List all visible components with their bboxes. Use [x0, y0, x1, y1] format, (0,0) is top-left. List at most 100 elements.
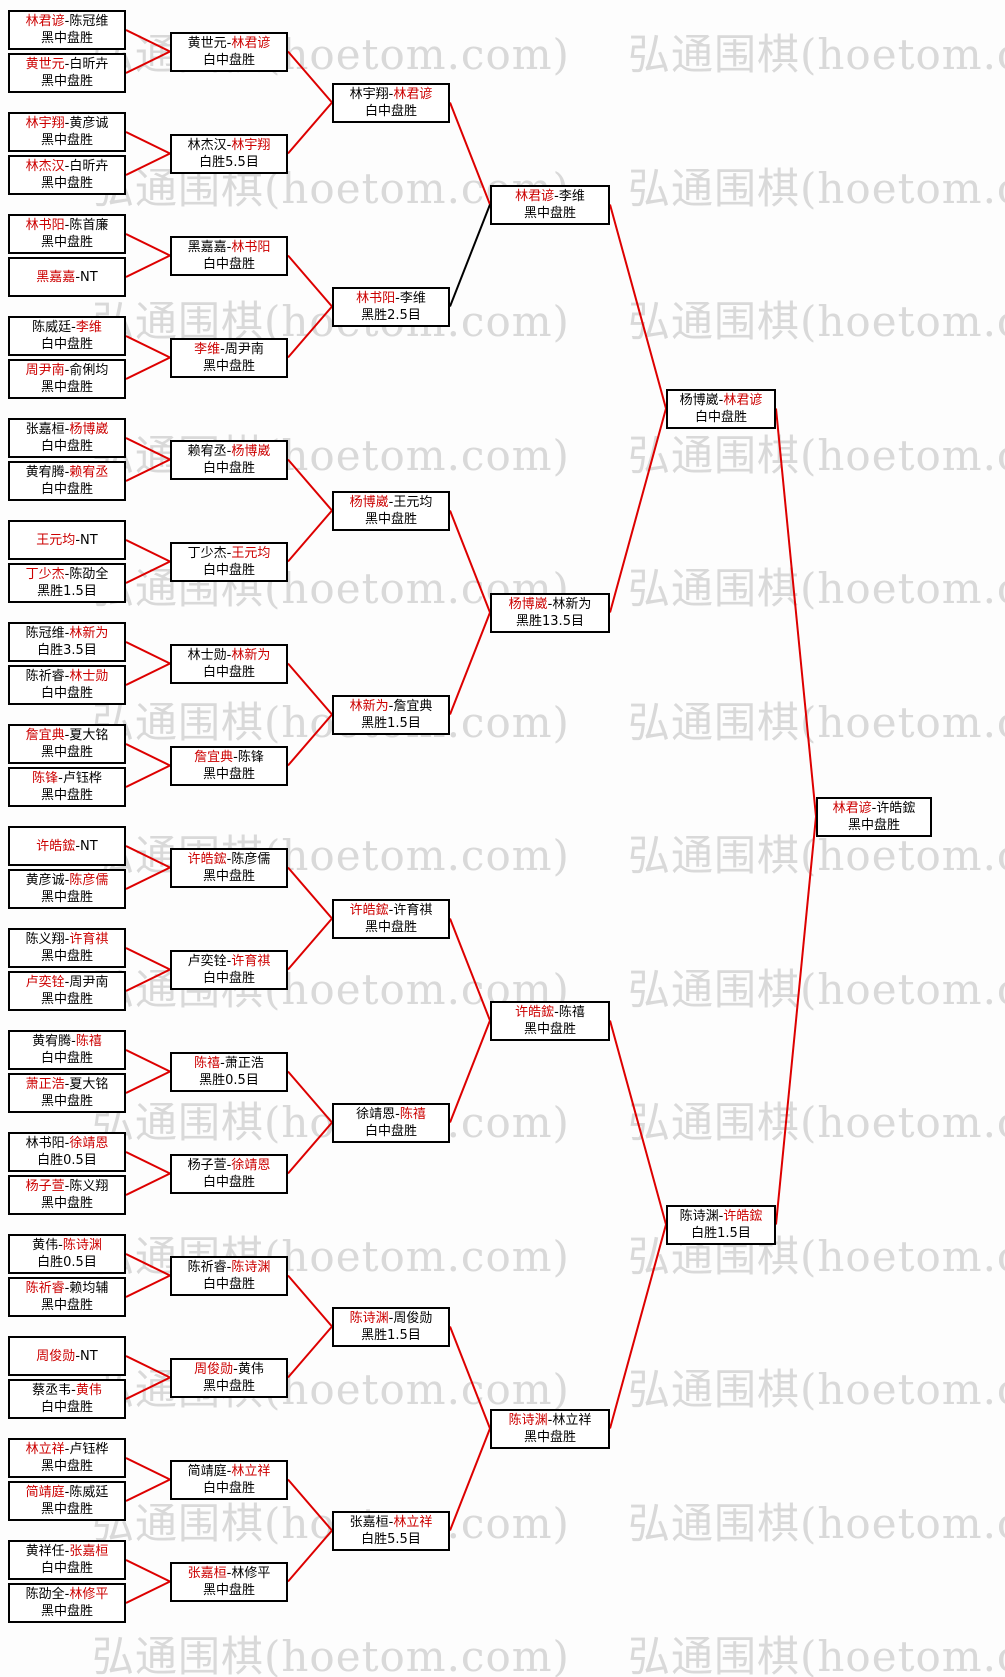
match-box-round1-21[interactable]: 黄宥腾-陈禧白中盘胜: [8, 1030, 126, 1070]
match-box-round1-17[interactable]: 许皓鋐-NT: [8, 826, 126, 866]
player1-name: 萧正浩: [25, 1077, 65, 1092]
match-box-round1-24[interactable]: 杨子萱-陈义翔黑中盘胜: [8, 1175, 126, 1215]
match-box-round2-2[interactable]: 林杰汉-林宇翔白胜5.5目: [170, 133, 288, 174]
match-result: 黑中盘胜: [40, 992, 93, 1007]
match-box-round1-2[interactable]: 黄世元-白昕卉黑中盘胜: [8, 53, 126, 93]
match-box-round1-12[interactable]: 丁少杰-陈劭全黑胜1.5目: [8, 563, 126, 603]
player1-name: 黑嘉嘉: [187, 239, 227, 255]
player2-name: 白昕卉: [69, 159, 109, 174]
match-box-round2-15[interactable]: 简靖庭-林立祥白中盘胜: [170, 1459, 288, 1500]
match-box-round1-11[interactable]: 王元均-NT: [8, 520, 126, 560]
player1-name: 卢奕铨: [187, 953, 227, 969]
match-box-round2-6[interactable]: 丁少杰-王元均白中盘胜: [170, 541, 288, 582]
match-box-round3-4[interactable]: 林新为-詹宜典黑胜1.5目: [332, 694, 450, 735]
match-box-round2-8[interactable]: 詹宜典-陈锋黑中盘胜: [170, 745, 288, 786]
match-box-round1-14[interactable]: 陈祈睿-林士勋白中盘胜: [8, 665, 126, 705]
match-box-round2-16[interactable]: 张嘉桓-林修平黑中盘胜: [170, 1561, 288, 1602]
match-box-round1-18[interactable]: 黄彦诚-陈彦儒黑中盘胜: [8, 869, 126, 909]
watermark-text: 弘通围棋(hoetom.com): [92, 697, 570, 747]
match-box-round1-19[interactable]: 陈义翔-许育祺黑中盘胜: [8, 928, 126, 968]
match-box-quarterfinal-4[interactable]: 陈诗渊-林立祥黑中盘胜: [490, 1408, 610, 1449]
match-box-round1-29[interactable]: 林立祥-卢钰桦黑中盘胜: [8, 1438, 126, 1478]
match-box-round2-14[interactable]: 周俊勋-黄伟黑中盘胜: [170, 1357, 288, 1398]
match-box-quarterfinal-3[interactable]: 许皓鋐-陈禧黑中盘胜: [490, 1000, 610, 1041]
match-box-round1-28[interactable]: 蔡丞韦-黄伟白中盘胜: [8, 1379, 126, 1419]
match-box-round3-6[interactable]: 徐靖恩-陈禧白中盘胜: [332, 1102, 450, 1143]
match-box-round1-23[interactable]: 林书阳-徐靖恩白胜0.5目: [8, 1132, 126, 1172]
vs-dash: -: [226, 239, 232, 255]
match-box-semifinal-1[interactable]: 杨博崴-林君谚白中盘胜: [666, 388, 776, 429]
match-box-round1-26[interactable]: 陈祈睿-赖均辅黑中盘胜: [8, 1277, 126, 1317]
player1-name: 杨子萱: [25, 1179, 65, 1194]
match-box-quarterfinal-2[interactable]: 杨博崴-林新为黑胜13.5目: [490, 592, 610, 633]
match-box-round1-31[interactable]: 黄祥任-张嘉桓白中盘胜: [8, 1540, 126, 1580]
player1-name: 杨子萱: [187, 1157, 227, 1173]
match-box-round1-6[interactable]: 黑嘉嘉-NT: [8, 257, 126, 297]
match-players: 黄宥腾-赖宥丞: [26, 464, 109, 481]
match-box-round2-1[interactable]: 黄世元-林君谚白中盘胜: [170, 31, 288, 72]
match-box-round1-32[interactable]: 陈劭全-林修平黑中盘胜: [8, 1583, 126, 1623]
vs-dash: -: [64, 1136, 70, 1151]
player1-name: 张嘉桓: [349, 1514, 389, 1530]
player1-name: 陈禧: [194, 1055, 221, 1071]
vs-dash: -: [64, 873, 70, 888]
match-box-round3-1[interactable]: 林宇翔-林君谚白中盘胜: [332, 82, 450, 123]
player1-name: 丁少杰: [25, 567, 65, 582]
player1-name: 林杰汉: [25, 159, 65, 174]
match-box-round3-5[interactable]: 许皓鋐-许育祺黑中盘胜: [332, 898, 450, 939]
match-box-round3-3[interactable]: 杨博崴-王元均黑中盘胜: [332, 490, 450, 531]
match-result: 白中盘胜: [202, 562, 255, 578]
match-box-round3-8[interactable]: 张嘉桓-林立祥白胜5.5目: [332, 1510, 450, 1551]
match-box-round2-5[interactable]: 赖宥丞-杨博崴白中盘胜: [170, 439, 288, 480]
player2-name: 林君谚: [393, 86, 433, 102]
match-box-final-1[interactable]: 林君谚-许皓鋐黑中盘胜: [816, 796, 932, 837]
vs-dash: -: [64, 1179, 70, 1194]
match-box-round1-22[interactable]: 萧正浩-夏大铭黑中盘胜: [8, 1073, 126, 1113]
match-result: 黑中盘胜: [40, 1459, 93, 1474]
match-box-round1-27[interactable]: 周俊勋-NT: [8, 1336, 126, 1376]
match-box-round2-3[interactable]: 黑嘉嘉-林书阳白中盘胜: [170, 235, 288, 276]
player2-name: 陈彦儒: [231, 851, 271, 867]
match-box-round1-25[interactable]: 黄伟-陈诗渊白胜0.5目: [8, 1234, 126, 1274]
match-result: 黑中盘胜: [364, 919, 417, 935]
match-box-round1-10[interactable]: 黄宥腾-赖宥丞白中盘胜: [8, 461, 126, 501]
match-box-round2-7[interactable]: 林士勋-林新为白中盘胜: [170, 643, 288, 684]
player1-name: 许皓鋐: [349, 902, 389, 918]
match-box-semifinal-2[interactable]: 陈诗渊-许皓鋐白胜1.5目: [666, 1204, 776, 1245]
watermark-text: 弘通围棋(hoetom.com): [628, 697, 1005, 747]
match-box-round1-4[interactable]: 林杰汉-白昕卉黑中盘胜: [8, 155, 126, 195]
match-players: 黄伟-陈诗渊: [32, 1237, 102, 1254]
match-box-round2-12[interactable]: 杨子萱-徐靖恩白中盘胜: [170, 1153, 288, 1194]
match-box-round1-30[interactable]: 简靖庭-陈威廷黑中盘胜: [8, 1481, 126, 1521]
match-box-round2-10[interactable]: 卢奕铨-许育祺白中盘胜: [170, 949, 288, 990]
match-result: 白中盘胜: [40, 686, 93, 701]
match-box-round2-11[interactable]: 陈禧-萧正浩黑胜0.5目: [170, 1051, 288, 1092]
match-box-round1-16[interactable]: 陈锋-卢钰桦黑中盘胜: [8, 767, 126, 807]
match-box-round1-1[interactable]: 林君谚-陈冠维黑中盘胜: [8, 10, 126, 50]
match-box-round3-7[interactable]: 陈诗渊-周俊勋黑胜1.5目: [332, 1306, 450, 1347]
match-box-round1-9[interactable]: 张嘉桓-杨博崴白中盘胜: [8, 418, 126, 458]
match-box-round1-8[interactable]: 周尹南-俞俐均黑中盘胜: [8, 359, 126, 399]
player2-name: 赖宥丞: [69, 465, 109, 480]
match-box-round2-4[interactable]: 李维-周尹南黑中盘胜: [170, 337, 288, 378]
match-box-quarterfinal-1[interactable]: 林君谚-李维黑中盘胜: [490, 184, 610, 225]
match-box-round1-20[interactable]: 卢奕铨-周尹南黑中盘胜: [8, 971, 126, 1011]
vs-dash: -: [388, 902, 394, 918]
match-box-round1-15[interactable]: 詹宜典-夏大铭黑中盘胜: [8, 724, 126, 764]
connector-line: [287, 1274, 333, 1328]
match-box-round3-2[interactable]: 林书阳-李维黑胜2.5目: [332, 286, 450, 327]
match-box-round2-13[interactable]: 陈祈睿-陈诗渊白中盘胜: [170, 1255, 288, 1296]
match-box-round1-5[interactable]: 林书阳-陈首廉黑中盘胜: [8, 214, 126, 254]
connector-line-special: [449, 204, 491, 307]
match-box-round2-9[interactable]: 许皓鋐-陈彦儒黑中盘胜: [170, 847, 288, 888]
match-box-round1-7[interactable]: 陈威廷-李维白中盘胜: [8, 316, 126, 356]
match-box-round1-3[interactable]: 林宇翔-黄彦诚黑中盘胜: [8, 112, 126, 152]
match-result: 白胜5.5目: [199, 154, 259, 170]
connector-line: [287, 50, 333, 104]
match-result: 黑胜0.5目: [199, 1072, 259, 1088]
connector-line: [125, 866, 171, 890]
vs-dash: -: [388, 494, 394, 510]
match-result: 黑胜1.5目: [361, 1327, 421, 1343]
player2-name: NT: [80, 1348, 98, 1364]
match-box-round1-13[interactable]: 陈冠维-林新为白胜3.5目: [8, 622, 126, 662]
